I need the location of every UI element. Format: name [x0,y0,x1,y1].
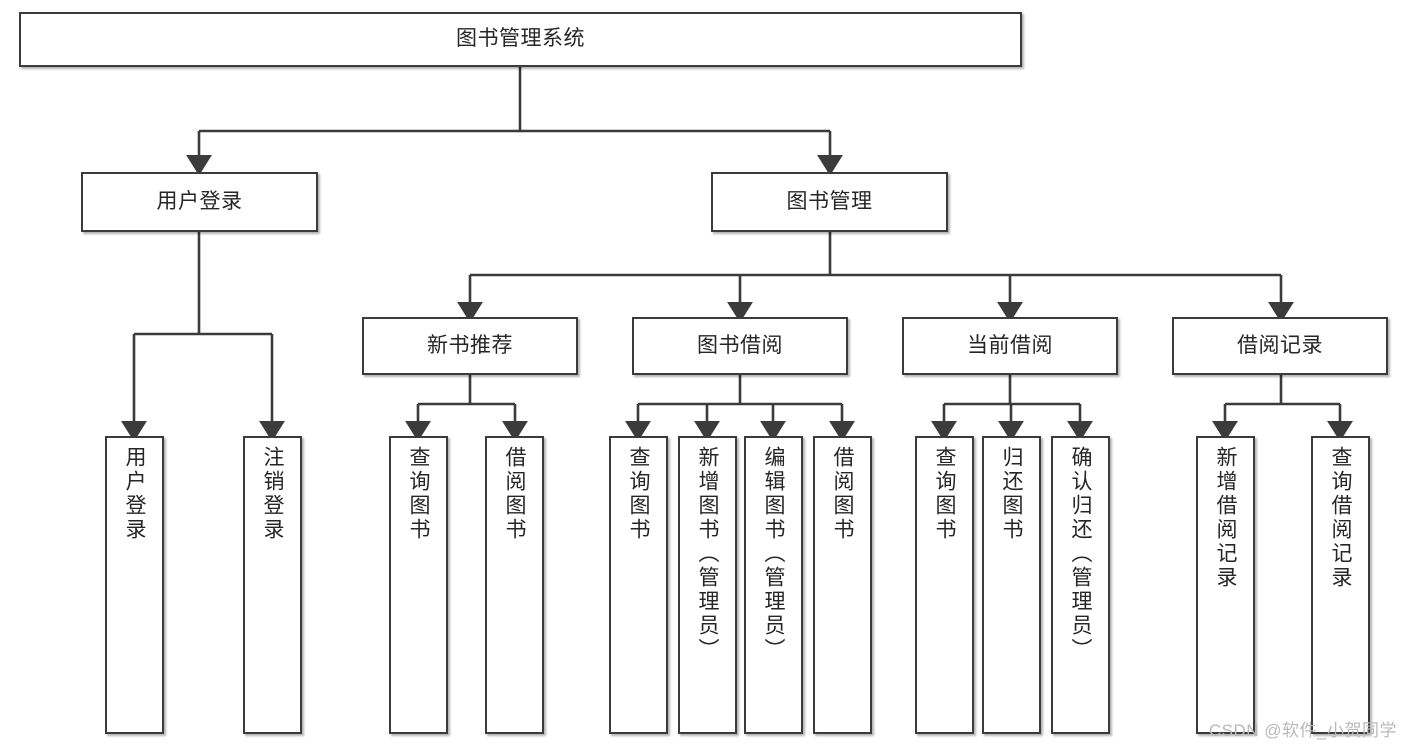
node-book-borrow[interactable]: 图书借阅 [632,317,848,375]
node-label: 当前借阅 [967,333,1053,357]
node-leaf-borrow-book-recommend[interactable]: 借阅图书 [485,436,544,734]
node-label: 确认归还（管理员） [1069,446,1092,662]
node-book-management[interactable]: 图书管理 [711,172,948,232]
node-user-login[interactable]: 用户登录 [81,172,318,232]
node-leaf-user-login[interactable]: 用户登录 [105,436,164,734]
node-label: 查询图书 [627,446,650,542]
node-leaf-add-borrow-record[interactable]: 新增借阅记录 [1196,436,1255,734]
node-leaf-edit-book-admin[interactable]: 编辑图书（管理员） [744,436,803,734]
node-label: 查询图书 [933,446,956,542]
node-leaf-logout[interactable]: 注销登录 [243,436,302,734]
node-current-borrow[interactable]: 当前借阅 [902,317,1118,375]
node-label: 图书管理 [786,189,873,213]
node-label: 用户登录 [123,446,146,542]
node-label: 新增图书（管理员） [696,446,719,662]
node-leaf-query-book-current[interactable]: 查询图书 [915,436,974,734]
node-leaf-borrow-book[interactable]: 借阅图书 [813,436,872,734]
node-label: 借阅记录 [1237,333,1323,357]
node-label: 查询借阅记录 [1329,446,1352,590]
node-leaf-confirm-return-admin[interactable]: 确认归还（管理员） [1051,436,1110,734]
node-label: 图书管理系统 [456,27,585,51]
node-label: 图书借阅 [697,333,783,357]
node-leaf-query-book-recommend[interactable]: 查询图书 [389,436,448,734]
node-label: 注销登录 [261,446,284,542]
node-leaf-query-book-borrow[interactable]: 查询图书 [609,436,668,734]
node-label: 新书推荐 [427,333,513,357]
node-root-book-management-system[interactable]: 图书管理系统 [19,12,1022,67]
node-leaf-add-book-admin[interactable]: 新增图书（管理员） [678,436,737,734]
node-label: 借阅图书 [503,446,526,542]
node-label: 归还图书 [1000,446,1023,542]
node-label: 用户登录 [156,189,243,213]
node-new-book-recommend[interactable]: 新书推荐 [362,317,578,375]
node-leaf-query-borrow-record[interactable]: 查询借阅记录 [1311,436,1370,734]
node-label: 借阅图书 [831,446,854,542]
node-label: 新增借阅记录 [1214,446,1237,590]
node-leaf-return-book[interactable]: 归还图书 [982,436,1041,734]
node-label: 查询图书 [407,446,430,542]
node-label: 编辑图书（管理员） [762,446,785,662]
node-borrow-record[interactable]: 借阅记录 [1172,317,1388,375]
